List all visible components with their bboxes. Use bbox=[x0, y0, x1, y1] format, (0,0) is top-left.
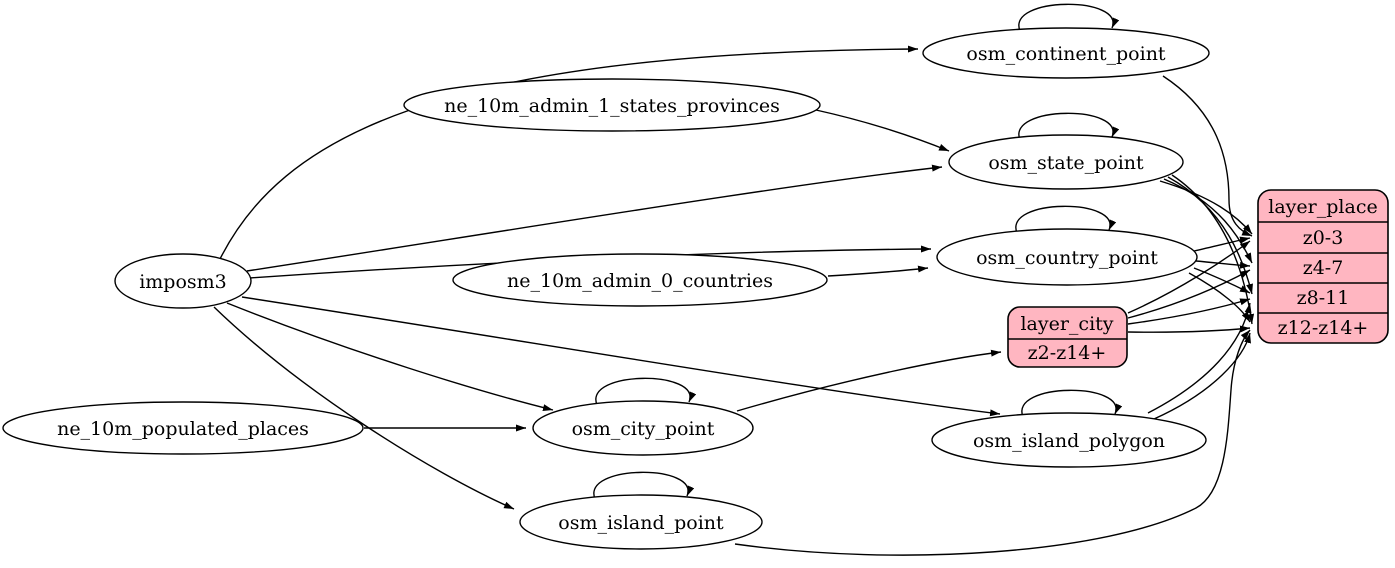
edge-osm_state_point-layer_place-z4-7 bbox=[1163, 178, 1253, 264]
edge-self-osm_city_point bbox=[595, 377, 697, 406]
node-layer_place: layer_place z0-3 z4-7 z8-11 z12-z14+ bbox=[1257, 189, 1389, 344]
edge-osm_island_polygon-layer_place-z8-11 bbox=[1147, 302, 1252, 414]
record-row-z8-11: z8-11 bbox=[1297, 287, 1350, 309]
edge-imposm3-osm_city_point bbox=[226, 302, 554, 412]
edge-osm_state_point-layer_place-z8-11 bbox=[1167, 176, 1253, 295]
edge-layer_city-layer_place-z8-11 bbox=[1127, 298, 1251, 325]
node-label: ne_10m_admin_1_states_provinces bbox=[444, 95, 780, 117]
node-ne_10m_admin_0_countries: ne_10m_admin_0_countries bbox=[452, 253, 828, 307]
node-osm_island_polygon: osm_island_polygon bbox=[931, 412, 1207, 468]
node-osm_island_point: osm_island_point bbox=[519, 494, 763, 550]
edge-osm_city_point-layer_city-z2 bbox=[736, 349, 1002, 412]
edge-layer_city-layer_place-z12-z14 bbox=[1127, 325, 1251, 333]
node-layer_city: layer_city z2-z14+ bbox=[1007, 306, 1128, 368]
node-label: osm_continent_point bbox=[966, 43, 1166, 65]
edge-self-osm_island_polygon bbox=[1021, 389, 1123, 418]
node-label: osm_city_point bbox=[572, 418, 715, 440]
record-row-z2-z14: z2-z14+ bbox=[1028, 342, 1107, 364]
node-label: osm_island_polygon bbox=[973, 430, 1165, 452]
node-label: osm_country_point bbox=[976, 247, 1158, 269]
edge-ne_10m_admin_0_countries-osm_country_point bbox=[827, 265, 929, 277]
edge-self-osm_country_point bbox=[1015, 205, 1117, 234]
edge-osm_country_point-layer_place-z12-z14 bbox=[1188, 272, 1251, 323]
node-layer: osm_continent_point ne_10m_admin_1_state… bbox=[2, 27, 1389, 550]
node-label: ne_10m_admin_0_countries bbox=[507, 270, 773, 292]
edge-osm_island_point-layer_place-z12-z14 bbox=[734, 329, 1251, 556]
edge-layer bbox=[213, 3, 1255, 556]
edge-self-osm_island_point bbox=[593, 471, 695, 500]
edge-self-osm_state_point bbox=[1018, 112, 1120, 141]
node-label: osm_island_point bbox=[558, 512, 724, 534]
node-osm_city_point: osm_city_point bbox=[532, 400, 754, 456]
edge-imposm3-osm_island_point bbox=[213, 306, 515, 510]
node-label: osm_state_point bbox=[988, 152, 1144, 174]
edge-osm_island_polygon-layer_place-z12-z14 bbox=[1153, 332, 1251, 420]
record-row-z12-z14: z12-z14+ bbox=[1278, 317, 1369, 339]
node-ne_10m_populated_places: ne_10m_populated_places bbox=[2, 401, 364, 455]
edge-layer_city-layer_place-z0-3 bbox=[1127, 240, 1251, 314]
record-title: layer_place bbox=[1268, 196, 1377, 218]
edge-ne_10m_admin_1_states_provinces-osm_state_point bbox=[815, 109, 950, 152]
node-imposm3: imposm3 bbox=[114, 253, 252, 309]
edge-osm_country_point-layer_place-z0-3 bbox=[1193, 236, 1251, 252]
node-osm_continent_point: osm_continent_point bbox=[922, 27, 1210, 79]
record-title: layer_city bbox=[1020, 313, 1113, 335]
node-ne_10m_admin_1_states_provinces: ne_10m_admin_1_states_provinces bbox=[403, 78, 821, 132]
node-osm_country_point: osm_country_point bbox=[936, 228, 1198, 286]
node-label: ne_10m_populated_places bbox=[57, 418, 309, 440]
edge-osm_country_point-layer_place-z4-7 bbox=[1195, 260, 1251, 269]
record-row-z4-7: z4-7 bbox=[1303, 257, 1344, 279]
edge-osm_continent_point-layer_place-z0-3 bbox=[1162, 75, 1253, 237]
record-row-z0-3: z0-3 bbox=[1303, 227, 1344, 249]
edge-self-osm_continent_point bbox=[1018, 3, 1120, 32]
node-label: imposm3 bbox=[139, 271, 227, 293]
node-osm_state_point: osm_state_point bbox=[948, 134, 1184, 190]
edge-imposm3-osm_state_point bbox=[246, 164, 943, 272]
edge-imposm3-osm_island_polygon bbox=[241, 296, 1001, 417]
edge-layer_city-layer_place-z4-7 bbox=[1127, 269, 1251, 319]
edge-osm_state_point-layer_place-z0-3 bbox=[1159, 180, 1253, 235]
